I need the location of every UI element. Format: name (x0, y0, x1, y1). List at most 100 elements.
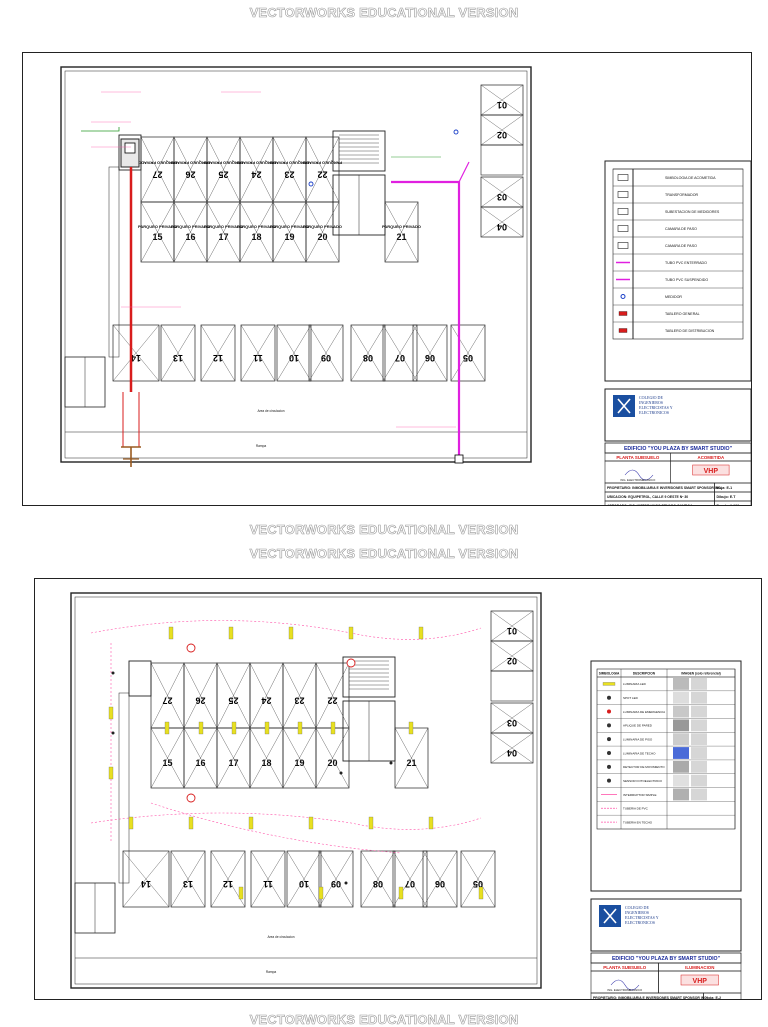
company-logo-text: VHP (704, 468, 719, 475)
light-fixture-13 (168, 626, 174, 640)
info-row-right-text: Dibujo: E.T (717, 495, 737, 499)
legend-reference-image (691, 719, 707, 732)
parking-stall-12-outline (200, 324, 236, 382)
parking-stall-08-outline (350, 324, 386, 382)
parking-stall-04-number: 04 (497, 222, 507, 232)
parking-stall-12-diag (210, 850, 246, 908)
transformer-icon (124, 142, 136, 154)
legend-symbol-panel (618, 311, 628, 316)
company-logo-box (692, 464, 730, 476)
meter-icon (308, 181, 314, 187)
parking-stall-17-diag (206, 201, 241, 263)
stair-core (342, 656, 396, 698)
parking-stall-04-text-group: 04 (507, 748, 517, 758)
info-row-right-text: Hoja: E-2 (706, 996, 722, 999)
light-fixture-18 (108, 706, 114, 720)
ramp-note: Rampa (266, 970, 277, 974)
legend-row-text: TUBERIA EN TECHO (623, 820, 653, 824)
parking-stall-24-diag (249, 662, 284, 729)
parking-stall-05-number: 05 (473, 879, 483, 889)
emergency-light-0 (186, 643, 196, 653)
light-fixture-19 (108, 766, 114, 780)
building-outline (70, 592, 542, 989)
legend-reference-image (691, 678, 707, 690)
light-fixture-11 (368, 816, 374, 830)
parking-stall-24-number: 24 (251, 170, 261, 180)
legend-row-text: TABLERO DE DISTRIBUCION (665, 329, 715, 333)
parking-stall-21-outline (384, 201, 419, 263)
legend-symbol-panel (618, 328, 628, 333)
ramp-column (118, 692, 130, 884)
legend-row-text: TABLERO GENERAL (665, 312, 700, 316)
switch-dot-1 (111, 731, 115, 735)
parking-stall-03-diag (490, 702, 534, 734)
parking-stall-07-outline (392, 850, 428, 908)
legend-symbol-box (617, 191, 629, 198)
logo-frame (590, 898, 742, 952)
light-fixture-14 (228, 626, 234, 640)
parking-stall-14-diag (122, 850, 170, 908)
parking-stall-05-outline (450, 324, 486, 382)
light-fixture-23 (478, 886, 484, 900)
parking-stall-27-number: 27 (152, 170, 162, 180)
logo-frame (604, 388, 751, 442)
emergency-light-2 (346, 658, 356, 668)
parking-stall-16-caption: PARQUEO PRIVADO (171, 224, 210, 229)
parking-stall-05-diag (450, 324, 486, 382)
parking-stall-22-diag (305, 136, 340, 203)
parking-stall-24-text-group: 24 (261, 696, 271, 706)
college-name: INGENIEROS (625, 910, 649, 915)
parking-stall-13-outline (170, 850, 206, 908)
parking-stall-09-outline (308, 324, 344, 382)
legend-row-text: TUBERIA DE PVC (623, 807, 649, 811)
sheet-subtitle-left-text: PLANTA SUBSUELO (603, 965, 647, 970)
light-fixture-6 (408, 721, 414, 735)
project-title: EDIFICIO "YOU PLAZA BY SMART STUDIO" (612, 956, 721, 962)
college-name: ELECTRONICOS (639, 410, 669, 415)
legend-row-text: SIMBOLOGIA DE ACOMETIDA (665, 176, 716, 180)
parking-stall-02-diag (480, 114, 524, 146)
parking-stall-06-text-group: 06 (425, 353, 435, 363)
college-name: ELECTRICISTAS Y (625, 915, 659, 920)
parking-stall-20-outline (305, 201, 340, 263)
legend-reference-image (691, 760, 707, 773)
green-ground-line (81, 127, 120, 132)
parking-stall-19-diag (282, 727, 317, 789)
building-outline (60, 66, 532, 463)
info-row-left (604, 500, 715, 505)
parking-stall-27-diag (140, 136, 175, 203)
parking-stall-26-diag (183, 662, 218, 729)
parking-stall-14-text-group: 14 (141, 879, 151, 889)
parking-stall-09-outline (318, 850, 354, 908)
parking-stall-20-diag (305, 201, 340, 263)
light-fixture-21 (318, 886, 324, 900)
legend-reference-image (691, 788, 707, 801)
parking-stall-13-diag (160, 324, 196, 382)
ramp-note: Rampa (256, 444, 267, 448)
parking-stall-03-number: 03 (507, 718, 517, 728)
legend-reference-image (673, 719, 689, 732)
parking-stall-17-number: 17 (218, 232, 228, 242)
parking-stall-02-text-group: 02 (507, 656, 517, 666)
light-fixture-12 (428, 816, 434, 830)
parking-stall-02-diag (490, 640, 534, 672)
parking-stall-21-diag (394, 727, 429, 789)
parking-stall-14-diag (112, 324, 160, 382)
signature-drawing (610, 979, 640, 991)
company-logo-text: VHP (693, 978, 708, 985)
parking-stall-06-number: 06 (425, 353, 435, 363)
building-inner-outline (74, 596, 538, 985)
legend-row-text: CAMARA DE PASO (665, 244, 697, 248)
legend-header: IMAGEN (solo referencial) (681, 672, 720, 676)
parking-stall-05-text-group: 05 (463, 353, 473, 363)
watermark-mid-2: VECTORWORKS EDUCATIONAL VERSION (249, 546, 519, 562)
light-fixture-8 (188, 816, 194, 830)
lighting-circuit (90, 812, 482, 830)
parking-stall-04-outline (490, 732, 534, 764)
parking-stall-08-text-group: 08 (363, 353, 373, 363)
legend-row-text: CAMARA DE PASO (665, 227, 697, 231)
parking-stall-20-diag (315, 727, 350, 789)
